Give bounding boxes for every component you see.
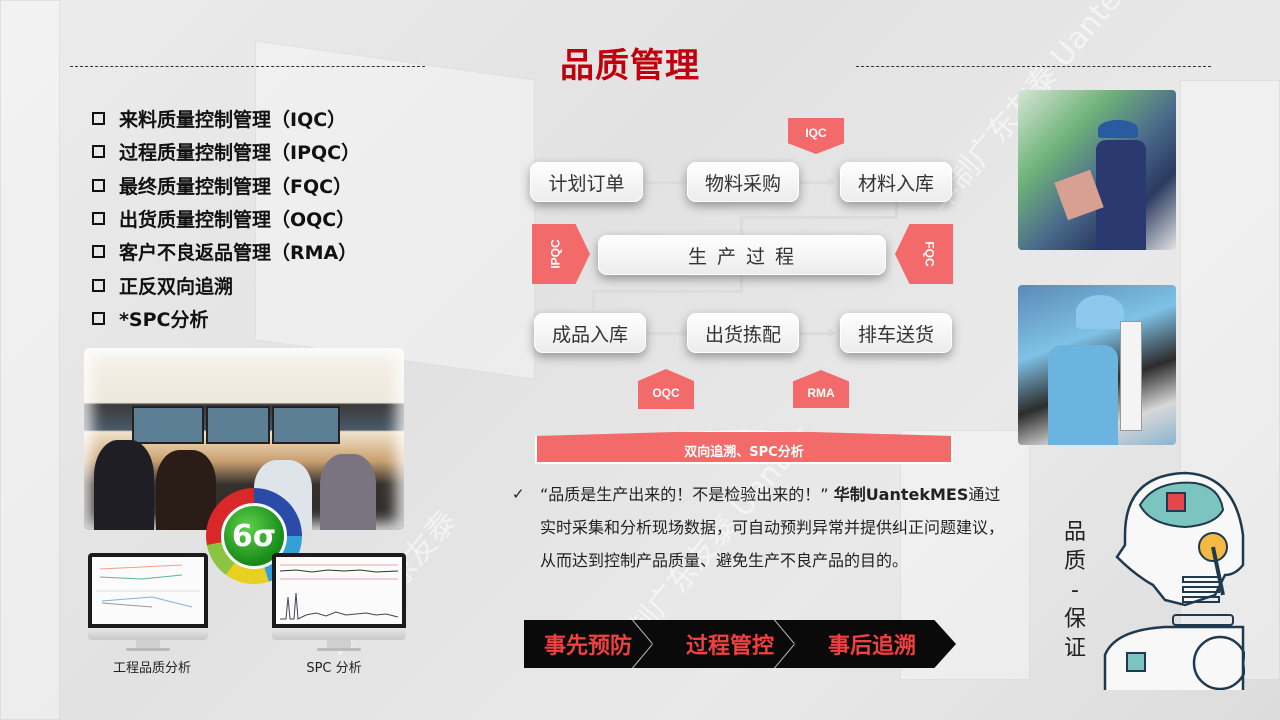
tag-oqc: OQC	[638, 369, 694, 409]
square-bullet-icon	[92, 112, 105, 126]
check-icon: ✓	[512, 485, 525, 503]
background-factory-shape	[0, 0, 60, 720]
square-bullet-icon	[92, 145, 105, 159]
monitor-label: 工程品质分析	[112, 661, 191, 676]
sigma-icon: 6σ	[221, 503, 287, 569]
line-chart-icon	[96, 564, 200, 608]
flow-node-material-stock-in: 材料入库	[840, 162, 952, 202]
tag-rma: RMA	[793, 370, 849, 408]
video-screen	[272, 406, 340, 444]
step-traceability: 事后追溯	[827, 634, 916, 659]
list-item: *SPC分析	[92, 302, 360, 335]
flow-connector	[740, 216, 743, 236]
flow-connector	[592, 290, 743, 293]
flow-connector	[740, 274, 743, 292]
monitor-engineering-quality	[88, 553, 208, 651]
microscope-inspection-photo	[1018, 285, 1176, 445]
quality-assurance-label: 品 质 - 保 证	[1063, 520, 1086, 661]
feature-list: 来料质量控制管理（IQC） 过程质量控制管理（IPQC） 最终质量控制管理（FQ…	[92, 102, 360, 335]
list-item: 来料质量控制管理（IQC）	[92, 102, 360, 135]
monitor-spc	[272, 553, 406, 651]
person	[156, 450, 216, 530]
list-item: 过程质量控制管理（IPQC）	[92, 135, 360, 168]
flow-arrow	[647, 328, 689, 338]
list-item: 出货质量控制管理（OQC）	[92, 202, 360, 235]
divider-left	[70, 66, 425, 67]
list-item: 客户不良返品管理（RMA）	[92, 235, 360, 268]
divider-right	[856, 66, 1211, 67]
list-item: 最终质量控制管理（FQC）	[92, 169, 360, 202]
video-screen	[132, 406, 204, 444]
step-process-control: 过程管控	[685, 634, 774, 659]
tag-fqc: FQC	[895, 224, 953, 284]
monitor-label: SPC 分析	[306, 661, 362, 676]
flow-arrow	[800, 328, 836, 338]
video-screen	[206, 406, 270, 444]
flow-node-material-purchase: 物料采购	[687, 162, 799, 202]
flow-node-shipment-picking: 出货拣配	[687, 313, 799, 353]
flow-node-production: 生 产 过 程	[598, 235, 886, 275]
spc-chart-icon	[279, 564, 399, 620]
square-bullet-icon	[92, 212, 105, 226]
traceability-banner: 双向追溯、SPC分析	[535, 430, 953, 464]
description: ✓ “品质是生产出来的！不是检验出来的！” 华制UantekMES通过实时采集和…	[512, 478, 1012, 618]
chevron-right-icon	[794, 620, 808, 668]
flow-connector	[740, 216, 898, 219]
flow-node-finished-stock-in: 成品入库	[534, 313, 646, 353]
flow-arrow	[800, 177, 836, 187]
step-prevention: 事先预防	[543, 634, 632, 659]
square-bullet-icon	[92, 278, 105, 292]
brand-name: 华制UantekMES	[833, 485, 969, 504]
flow-arrow	[645, 177, 689, 187]
person	[320, 454, 376, 530]
description-body: 通过实时采集和分析现场数据，可自动预判异常并提供纠正问题建议，从而达到控制产品质…	[540, 485, 1005, 570]
factory-worker-photo	[1018, 90, 1176, 250]
person	[94, 440, 154, 530]
square-bullet-icon	[92, 178, 105, 192]
flow-connector	[592, 290, 595, 308]
tag-ipqc: IPQC	[532, 224, 590, 284]
flow-node-dispatch-delivery: 排车送货	[840, 313, 952, 353]
flow-node-plan-order: 计划订单	[530, 162, 643, 202]
square-bullet-icon	[92, 245, 105, 259]
quality-steps-bar: 事先预防 过程管控 事后追溯	[524, 620, 956, 668]
square-bullet-icon	[92, 311, 105, 325]
quote-text: “品质是生产出来的！不是检验出来的！”	[540, 485, 829, 504]
flow-connector	[895, 202, 898, 218]
meeting-room-photo	[84, 348, 404, 530]
chevron-right-icon	[652, 620, 666, 668]
page-title: 品质管理	[560, 46, 700, 86]
robot-head-icon	[1103, 471, 1245, 690]
list-item: 正反双向追溯	[92, 268, 360, 301]
tag-iqc: IQC	[788, 118, 844, 154]
